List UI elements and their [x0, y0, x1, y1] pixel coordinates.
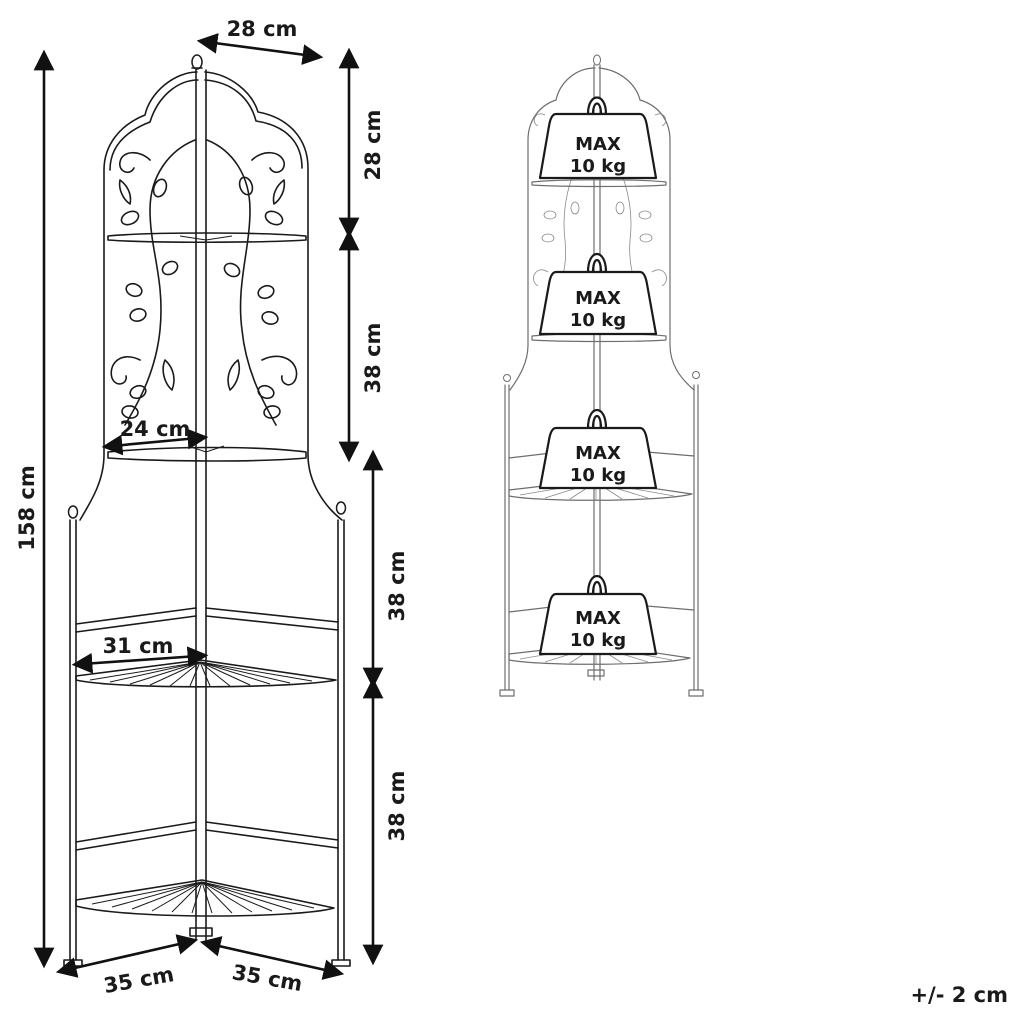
lower-side-posts	[63, 501, 351, 967]
shelf-2	[107, 445, 307, 462]
decorative-vines	[110, 139, 298, 426]
base-right-side-label: 35 cm	[230, 960, 304, 996]
weight-3-max: MAX	[575, 443, 621, 464]
tolerance-note: +/- 2 cm	[910, 983, 1008, 1007]
weight-3-kg: 10 kg	[570, 465, 626, 486]
weight-2-max: MAX	[575, 288, 621, 309]
total-height-label: 158 cm	[15, 465, 39, 550]
top-section-height-label: 28 cm	[361, 110, 385, 181]
base-left-side-label: 35 cm	[102, 962, 176, 998]
weight-capacity-drawing: MAX 10 kg MAX 10 kg MAX 10 kg MAX 10 kg	[499, 54, 704, 697]
weight-4: MAX 10 kg	[538, 575, 658, 656]
shelf-4	[75, 879, 335, 917]
weight-3: MAX 10 kg	[538, 409, 658, 490]
weight-2: MAX 10 kg	[538, 253, 658, 336]
weight-4-max: MAX	[575, 608, 621, 629]
bottom-section-height-label: 38 cm	[385, 771, 409, 842]
middle-section-height-label: 38 cm	[361, 323, 385, 394]
lower-section-height-label: 38 cm	[385, 551, 409, 622]
weight-1-kg: 10 kg	[570, 156, 626, 177]
shelf2-depth-label: 24 cm	[120, 417, 191, 441]
shelf-1	[107, 232, 307, 244]
weight-4-kg: 10 kg	[570, 630, 626, 651]
top-width-label: 28 cm	[227, 17, 298, 41]
shelf3-depth-label: 31 cm	[103, 634, 174, 658]
weight-1: MAX 10 kg	[538, 96, 658, 180]
weight-2-kg: 10 kg	[570, 310, 626, 331]
dimensioned-shelf-drawing: 158 cm 28 cm 28 cm 38 cm 38 cm 38 cm 24 …	[15, 17, 409, 998]
upper-frame	[79, 54, 343, 941]
dimension-arrows	[33, 33, 384, 980]
weight-1-max: MAX	[575, 134, 621, 155]
